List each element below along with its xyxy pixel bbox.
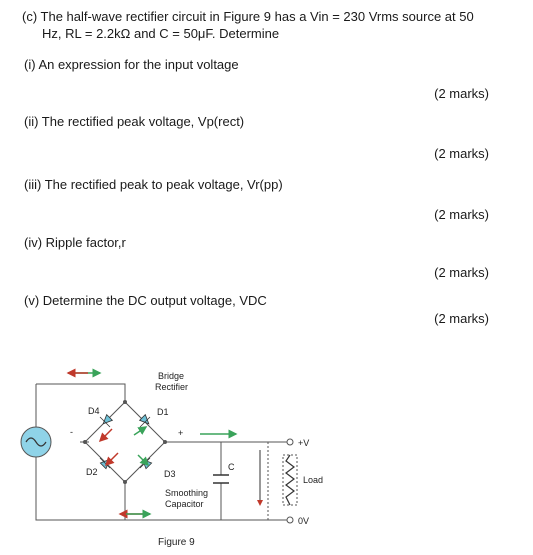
capacitor-icon xyxy=(213,474,229,484)
bridge-label-2: Rectifier xyxy=(155,382,188,392)
figure-caption: Figure 9 xyxy=(158,537,195,548)
label-d1: D1 xyxy=(157,407,169,417)
label-d2: D2 xyxy=(86,467,98,477)
label-zero-v: 0V xyxy=(298,516,309,526)
part-ii-marks: (2 marks) xyxy=(434,146,489,161)
label-load: Load xyxy=(303,475,323,485)
label-plus: + xyxy=(178,428,183,438)
diode-d1-icon xyxy=(138,413,151,428)
smoothing-label-2: Capacitor xyxy=(165,499,204,509)
bridge-rectifier xyxy=(83,400,167,484)
part-i-marks: (2 marks) xyxy=(434,86,489,101)
current-arrow-red-icon xyxy=(104,452,119,467)
part-v-marks: (2 marks) xyxy=(434,311,489,326)
circuit-wires xyxy=(35,383,290,521)
part-ii-text: (ii) The rectified peak voltage, Vp(rect… xyxy=(24,114,245,129)
current-arrow-red-icon xyxy=(98,428,113,443)
figure-9-circuit: Bridge Rectifier D1 D4 D2 D3 + - C Smoot… xyxy=(20,368,323,548)
terminal-positive-icon xyxy=(286,438,294,446)
label-capacitor: C xyxy=(228,462,235,472)
part-iii-marks: (2 marks) xyxy=(434,207,489,222)
bridge-label-1: Bridge xyxy=(158,371,184,381)
current-arrow-green-icon xyxy=(137,454,150,467)
label-d4: D4 xyxy=(88,406,100,416)
ac-source-icon xyxy=(20,426,52,458)
diode-d4-icon xyxy=(99,413,114,428)
label-minus: - xyxy=(70,427,73,437)
part-i-text: (i) An expression for the input voltage xyxy=(24,57,239,72)
part-iv-text: (iv) Ripple factor,r xyxy=(24,235,126,250)
part-iv-marks: (2 marks) xyxy=(434,265,489,280)
load-resistor-icon xyxy=(282,454,298,506)
smoothing-label-1: Smoothing xyxy=(165,488,208,498)
current-arrow-green-icon xyxy=(133,426,148,436)
label-plus-v: +V xyxy=(298,438,309,448)
part-iii-text: (iii) The rectified peak to peak voltage… xyxy=(24,177,283,192)
part-v-text: (v) Determine the DC output voltage, VDC xyxy=(24,293,267,308)
question-intro-line1: (c) The half-wave rectifier circuit in F… xyxy=(22,9,474,24)
question-intro-line2: Hz, RL = 2.2kΩ and C = 50μF. Determine xyxy=(42,26,280,41)
label-d3: D3 xyxy=(164,469,176,479)
terminal-ground-icon xyxy=(286,516,294,524)
